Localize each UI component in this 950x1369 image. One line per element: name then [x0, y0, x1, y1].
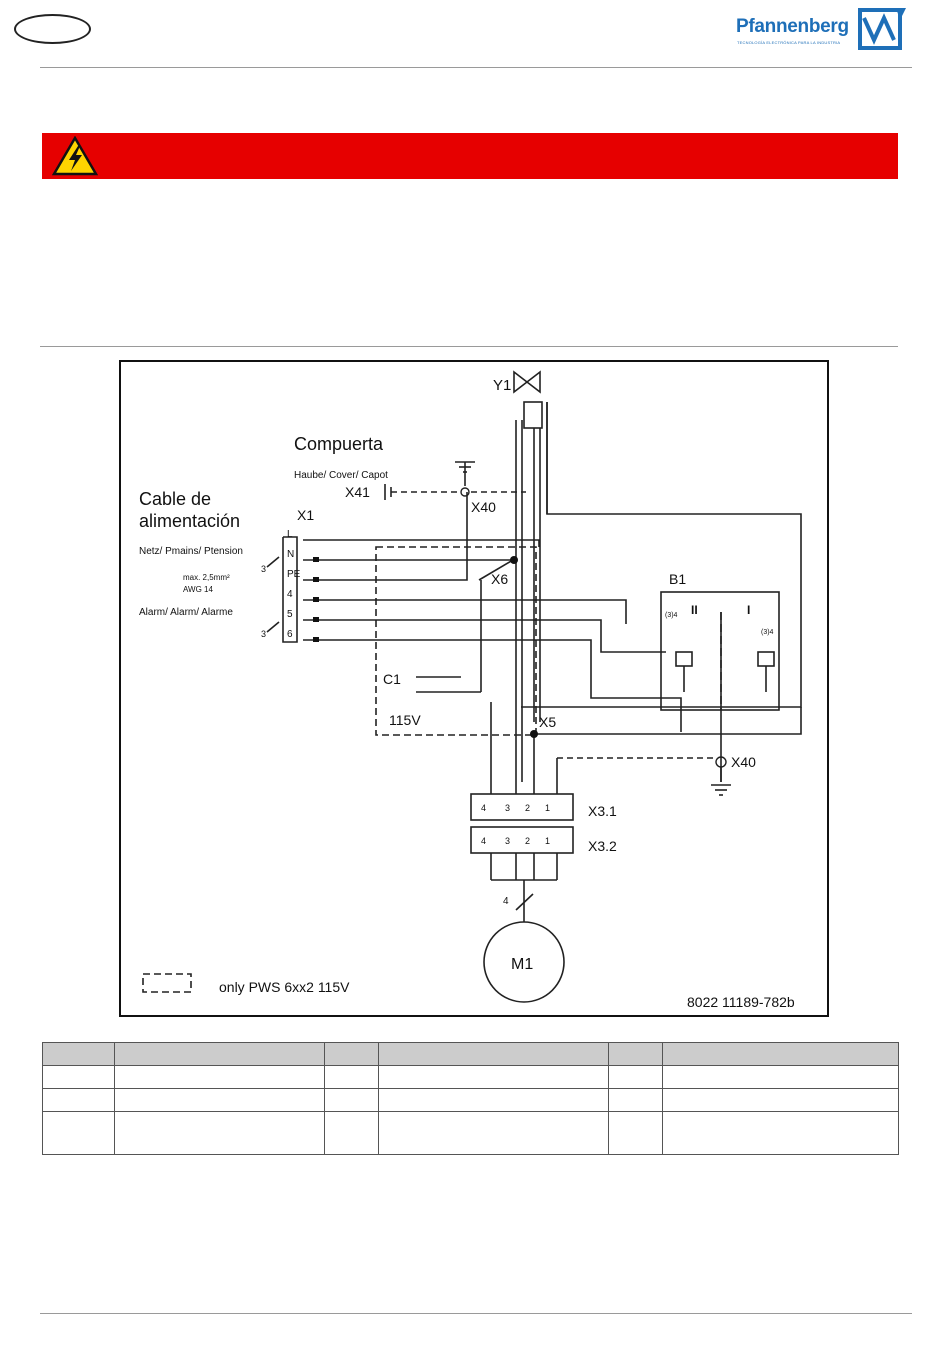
header-divider — [40, 67, 912, 68]
legend-cell — [42, 1111, 115, 1155]
cover-subtitle: Haube/ Cover/ Capot — [294, 470, 388, 481]
mains-label: Netz/ Pmains/ Ptension — [139, 546, 243, 557]
legend-cell — [662, 1065, 899, 1089]
x40-top-label: X40 — [471, 499, 496, 515]
legend-cell — [42, 1088, 115, 1112]
wire-spec-line2: AWG 14 — [183, 585, 213, 594]
motor-wire-count: 4 — [503, 896, 509, 907]
legend-cell — [608, 1065, 663, 1089]
legend-cell — [662, 1088, 899, 1112]
b1-pin-left: (3)4 — [665, 612, 678, 619]
connector-pin-3b: 3 — [505, 836, 510, 846]
wire-count-bottom: 3 — [261, 629, 266, 639]
terminal-label-pe: PE — [287, 569, 301, 580]
legend-cell — [42, 1065, 115, 1089]
legend-table — [42, 1042, 899, 1155]
connector-pin-1: 1 — [545, 803, 550, 813]
legend-header-cell — [662, 1042, 899, 1066]
b1-label: B1 — [669, 571, 686, 587]
terminal-label-4: 4 — [287, 589, 293, 600]
section-divider — [40, 346, 898, 347]
language-badge — [14, 14, 91, 44]
legend-cell — [324, 1111, 379, 1155]
legend-header-cell — [378, 1042, 609, 1066]
valve-label: Y1 — [493, 377, 511, 394]
cover-title: Compuerta — [294, 434, 384, 454]
x40-bottom-label: X40 — [731, 754, 756, 770]
cable-title-line1: Cable de — [139, 489, 211, 509]
legend-table-header — [42, 1042, 899, 1066]
b1-pin-right: (3)4 — [761, 629, 774, 636]
legend-cell — [378, 1088, 609, 1112]
x41-label: X41 — [345, 484, 370, 500]
c1-voltage: 115V — [389, 712, 421, 728]
terminal-label-5: 5 — [287, 609, 293, 620]
brand-tagline: TECNOLOGÍA ELECTRÓNICA PARA LA INDUSTRIA — [737, 40, 841, 45]
x5-label: X5 — [539, 714, 556, 730]
pfannenberg-logo-icon — [858, 8, 906, 50]
legend-cell — [114, 1088, 325, 1112]
drawing-number: 8022 11189-782b — [687, 994, 795, 1010]
legend-cell — [608, 1111, 663, 1155]
connector-pin-2b: 2 — [525, 836, 530, 846]
x32-label: X3.2 — [588, 838, 617, 854]
wire-count-top: 3 — [261, 564, 266, 574]
legend-header-cell — [324, 1042, 379, 1066]
b1-contact-2: II — [691, 603, 698, 617]
legend-cell — [608, 1088, 663, 1112]
b1-contact-1: I — [747, 603, 750, 617]
legend-cell — [114, 1111, 325, 1155]
table-row — [42, 1111, 899, 1155]
x1-label: X1 — [297, 507, 314, 523]
connector-pin-4b: 4 — [481, 836, 486, 846]
legend-cell — [114, 1065, 325, 1089]
terminal-label-n: N — [287, 549, 294, 560]
table-row — [42, 1065, 899, 1089]
connector-pin-3: 3 — [505, 803, 510, 813]
legend-header-cell — [114, 1042, 325, 1066]
c1-label: C1 — [383, 671, 401, 687]
x31-label: X3.1 — [588, 803, 617, 819]
cable-title-line2: alimentación — [139, 511, 240, 531]
dashed-note: only PWS 6xx2 115V — [219, 979, 350, 995]
terminal-label-6: 6 — [287, 629, 293, 640]
wire-spec-line1: max. 2,5mm² — [183, 573, 230, 582]
wiring-diagram-svg: Y1 Compuerta Haube/ Cover/ Capot X41 X40… — [139, 370, 802, 1010]
legend-cell — [378, 1111, 609, 1155]
table-row — [42, 1088, 899, 1112]
legend-cell — [324, 1065, 379, 1089]
wiring-diagram: Y1 Compuerta Haube/ Cover/ Capot X41 X40… — [119, 360, 829, 1017]
brand-name: Pfannenberg — [736, 16, 849, 37]
legend-header-cell — [42, 1042, 115, 1066]
connector-pin-4: 4 — [481, 803, 486, 813]
legend-cell — [378, 1065, 609, 1089]
connector-pin-1b: 1 — [545, 836, 550, 846]
brand-logo: Pfannenberg TECNOLOGÍA ELECTRÓNICA PARA … — [732, 6, 912, 50]
legend-header-cell — [608, 1042, 663, 1066]
x6-label: X6 — [491, 571, 508, 587]
footer-divider — [40, 1313, 912, 1314]
warning-banner — [42, 133, 898, 179]
legend-cell — [324, 1088, 379, 1112]
terminal-label-l: L — [287, 529, 293, 540]
high-voltage-warning-icon — [52, 136, 98, 176]
alarm-label: Alarm/ Alarm/ Alarme — [139, 607, 233, 618]
connector-pin-2: 2 — [525, 803, 530, 813]
motor-label: M1 — [511, 956, 533, 973]
legend-cell — [662, 1111, 899, 1155]
